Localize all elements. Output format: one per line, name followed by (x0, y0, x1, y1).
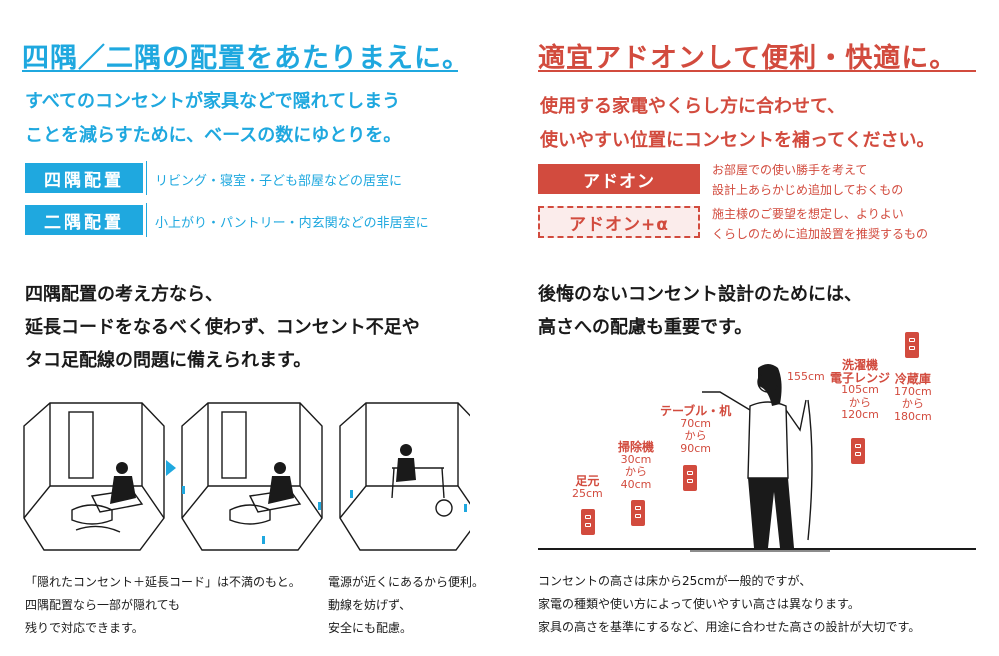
height-label-fridge-from: 170cm (894, 384, 932, 398)
right-lead-line-2: 使いやすい位置にコンセントを補ってください。 (540, 130, 935, 151)
height-label-table-to: 90cm (680, 441, 712, 455)
left-body-line-2: 延長コードをなるべく使わず、コンセント不足や (25, 317, 420, 338)
outlet-markers (182, 486, 467, 544)
height-label-vacuum-to-word: から (625, 465, 647, 478)
right-lead-line-1: 使用する家電やくらし方に合わせて、 (540, 96, 846, 117)
right-body-line-2: 高さへの配慮も重要です。 (538, 317, 753, 338)
height-label-fridge-to-word: から (901, 397, 924, 410)
left-caption-1-line-1: 「隠れたコンセント＋延長コード」は不満のもと。 (25, 575, 301, 589)
outlet-icon (631, 500, 645, 526)
left-caption-2-line-2: 動線を妨げず、 (328, 598, 412, 612)
badge-divider (146, 203, 147, 237)
left-caption-1: 「隠れたコンセント＋延長コード」は不満のもと。 四隅配置なら一部が隠れても 残り… (25, 571, 301, 640)
arrow-icon (166, 460, 176, 476)
height-label-feet-range: 25cm (572, 486, 603, 500)
badge-addon-plus-desc-line-1: 施主様のご要望を想定し、よりよい (712, 207, 904, 221)
height-label-feet-title: 足元 (575, 474, 600, 488)
badge-addon-plus: アドオン+α (538, 206, 700, 238)
room-2-illustration (181, 402, 323, 551)
room-1-illustration (23, 402, 165, 551)
right-body: 後悔のないコンセント設計のためには、 高さへの配慮も重要です。 (538, 278, 862, 344)
height-label-table-to-word: から (684, 429, 707, 442)
height-label-washer-from: 105cm (841, 383, 879, 396)
person-desk (396, 444, 416, 482)
person-illustration (690, 364, 830, 552)
height-label-vacuum-from: 30cm (620, 452, 652, 466)
room-illustrations (23, 402, 470, 551)
outlet-icon (683, 465, 697, 491)
right-caption-line-1: コンセントの高さは床から25cmが一般的ですが、 (538, 574, 812, 588)
badge-two-corner-desc: 小上がり・パントリー・内玄関などの非居室に (155, 216, 429, 231)
right-caption-line-2: 家電の種類や使い方によって使いやすい高さは異なります。 (538, 597, 860, 611)
badge-addon-plus-desc: 施主様のご要望を想定し、よりよい くらしのために追加設置を推奨するもの (712, 204, 928, 244)
height-label-vacuum-title: 掃除機 (618, 440, 655, 454)
left-caption-2-line-1: 電源が近くにあるから便利。 (328, 575, 485, 589)
badge-four-corner: 四隅配置 (25, 163, 143, 193)
height-label-washer-to-word: から (849, 395, 871, 409)
left-body-line-3: タコ足配線の問題に備えられます。 (25, 350, 312, 371)
left-caption-2-line-3: 安全にも配慮。 (328, 621, 413, 635)
left-caption-1-line-2: 四隅配置なら一部が隠れても (25, 598, 181, 612)
floor-line (538, 548, 976, 550)
left-body-line-1: 四隅配置の考え方なら、 (25, 284, 223, 305)
person-sitting-1 (110, 462, 136, 504)
height-label-155-value: 155cm (787, 370, 825, 383)
badge-addon-plus-desc-line-2: くらしのために追加設置を推奨するもの (712, 227, 929, 241)
height-label-fridge-title: 冷蔵庫 (894, 372, 931, 386)
height-label-vacuum: 掃除機 30cm から 40cm (618, 441, 654, 491)
left-heading: 四隅／二隅の配置をあたりまえに。 (22, 43, 470, 74)
height-label-washer: 洗濯機 電子レンジ 105cm から 120cm (830, 359, 890, 422)
right-heading: 適宜アドオンして便利・快適に。 (538, 43, 958, 74)
height-label-vacuum-to: 40cm (620, 477, 652, 491)
right-heading-rule (538, 70, 976, 72)
badge-divider (146, 161, 147, 195)
left-lead-line-2: ことを減らすために、ベースの数にゆとりを。 (25, 125, 402, 146)
height-label-table-from: 70cm (680, 416, 712, 430)
badge-four-corner-desc: リビング・寝室・子ども部屋などの居室に (155, 174, 403, 189)
right-body-line-1: 後悔のないコンセント設計のためには、 (538, 284, 862, 305)
right-lead: 使用する家電やくらし方に合わせて、 使いやすい位置にコンセントを補ってください。 (540, 90, 935, 158)
outlet-icon (851, 438, 865, 464)
badge-addon-desc-line-2: 設計上あらかじめ追加しておくもの (712, 183, 904, 197)
right-caption-line-3: 家具の高さを基準にするなど、用途に合わせた高さの設計が大切です。 (538, 620, 921, 634)
height-label-washer-to: 120cm (841, 408, 879, 421)
right-caption: コンセントの高さは床から25cmが一般的ですが、 家電の種類や使い方によって使い… (538, 570, 920, 639)
left-caption-2: 電源が近くにあるから便利。 動線を妨げず、 安全にも配慮。 (328, 571, 484, 640)
outlet-icon (905, 332, 919, 358)
person-sitting-2 (268, 462, 294, 504)
height-label-155: 155cm (787, 370, 825, 384)
left-heading-rule (22, 70, 458, 72)
height-label-fridge: 冷蔵庫 170cm から 180cm (894, 373, 932, 423)
left-lead-line-1: すべてのコンセントが家具などで隠れてしまう (25, 91, 401, 112)
height-label-washer-title: 洗濯機 (842, 358, 879, 372)
left-caption-1-line-3: 残りで対応できます。 (25, 621, 144, 635)
left-body: 四隅配置の考え方なら、 延長コードをなるべく使わず、コンセント不足や タコ足配線… (25, 278, 420, 377)
height-label-microwave-title: 電子レンジ (830, 370, 891, 385)
height-label-table: テーブル・机 70cm から 90cm (660, 405, 731, 455)
badge-addon-desc-line-1: お部屋での使い勝手を考えて (712, 163, 868, 177)
left-lead: すべてのコンセントが家具などで隠れてしまう ことを減らすために、ベースの数にゆと… (25, 85, 401, 153)
outlet-icon (581, 509, 595, 535)
badge-addon: アドオン (538, 164, 700, 194)
height-label-fridge-to: 180cm (894, 409, 932, 423)
height-label-feet: 足元 25cm (572, 475, 603, 500)
badge-addon-desc: お部屋での使い勝手を考えて 設計上あらかじめ追加しておくもの (712, 160, 903, 200)
badge-two-corner: 二隅配置 (25, 205, 143, 235)
height-label-table-title: テーブル・机 (660, 404, 732, 418)
